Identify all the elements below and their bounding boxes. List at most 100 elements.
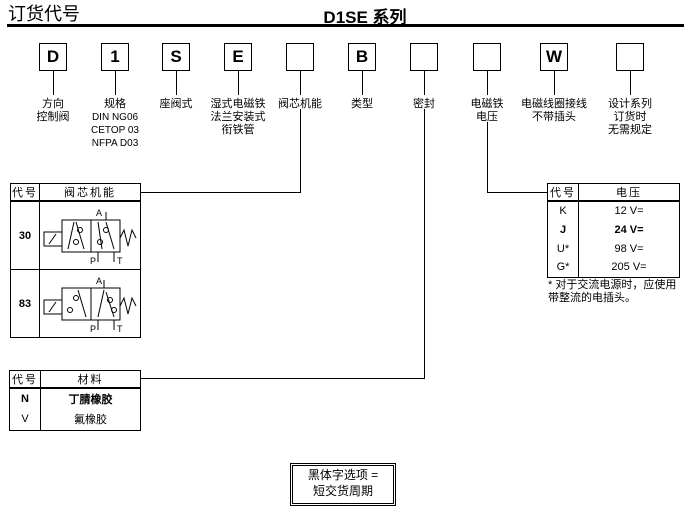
col-header-voltage: 电压 [578,183,680,202]
table-row: G*205 V= [547,258,680,278]
title-rule [7,24,684,27]
voltage-code: J [547,220,579,239]
code-label-line: 电磁铁 [470,98,504,110]
code-label-1: 方向控制阀 [13,98,93,124]
voltage-value: 24 V= [578,220,680,239]
code-label-line: DIN NG06 [91,112,139,123]
code-label-line: 控制阀 [36,111,70,123]
code-label-line: 密封 [413,98,435,110]
connector-spool-h [140,192,301,193]
code-label-line: 不带插头 [532,111,576,123]
series-title: D1SE 系列 [323,8,407,27]
voltage-value: 98 V= [578,239,680,258]
voltage-code: K [547,201,579,220]
code-box-1: D [39,43,67,71]
table-row: 30 A P T [10,200,141,270]
code-label-line: 方向 [42,98,64,110]
voltage-code: G* [547,258,579,278]
code-label-9: 电磁线圈接线不带插头 [514,98,594,124]
connector-seal-h [140,378,425,379]
col-header-material: 材料 [40,370,141,389]
code-box-connector [362,70,363,95]
voltage-footnote: * 对于交流电源时，应使用带整流的电插头。 [548,279,677,304]
code-box-5 [286,43,314,71]
spool-function-table: 代号阀芯机能 30 A P T 83 [10,183,141,338]
code-box-connector [630,70,631,95]
code-box-connector [300,70,301,95]
code-label-3: 座阀式 [136,98,216,111]
code-label-line: 无需规定 [608,124,652,136]
port-a-label: A [96,276,102,286]
code-label-line: 设计系列 [608,98,652,110]
legend-line-2: 短交货周期 [312,484,373,498]
col-header-code: 代号 [10,183,40,202]
bold-option-legend: 黑体字选项 = 短交货周期 [290,463,396,506]
code-label-10: 设计系列订货时无需规定 [590,98,670,137]
code-box-9: W [540,43,568,71]
seal-code: N [9,388,41,409]
valve-symbol-icon: A P T [43,276,137,334]
connector-voltage-h [487,192,548,193]
code-label-line: 类型 [351,98,373,110]
col-header-code: 代号 [547,183,579,202]
code-box-7 [410,43,438,71]
valve-symbol-83: A P T [39,269,141,338]
spool-code: 83 [10,269,40,338]
seal-material: 氟橡胶 [40,409,141,431]
port-t-label: T [117,324,123,334]
page-title: 订货代号 [8,4,80,24]
code-box-6: B [348,43,376,71]
code-box-2: 1 [101,43,129,71]
connector-seal [424,109,425,379]
code-box-connector [238,70,239,95]
code-label-line: 规格 [104,98,126,110]
code-box-10 [616,43,644,71]
code-label-4: 湿式电磁铁法兰安装式衔铁管 [198,98,278,137]
table-row: 83 A P T [10,269,141,338]
code-box-8 [473,43,501,71]
code-label-line: 电压 [476,111,498,123]
col-header-code: 代号 [9,370,41,389]
voltage-code: U* [547,239,579,258]
connector-spool [300,109,301,193]
seal-material: 丁腈橡胶 [40,388,141,409]
col-header-spool: 阀芯机能 [39,183,141,202]
valve-symbol-icon: A P T [43,208,137,266]
code-label-line: 订货时 [613,111,647,123]
port-t-label: T [117,256,123,266]
code-label-line: NFPA D03 [91,138,139,149]
code-box-connector [487,70,488,95]
connector-voltage [487,122,488,193]
code-box-connector [554,70,555,95]
code-label-line: 座阀式 [159,98,193,110]
code-label-line: 衔铁管 [221,124,255,136]
code-box-connector [115,70,116,95]
code-box-connector [424,70,425,95]
voltage-value: 205 V= [578,258,680,278]
code-box-connector [53,70,54,95]
code-label-line: 法兰安装式 [210,111,266,123]
code-box-3: S [162,43,190,71]
valve-symbol-30: A P T [39,200,141,270]
code-box-connector [176,70,177,95]
code-label-line: 湿式电磁铁 [210,98,266,110]
spool-code: 30 [10,200,40,270]
code-box-4: E [224,43,252,71]
code-label-7: 密封 [384,98,464,111]
port-p-label: P [90,324,96,334]
port-a-label: A [96,208,102,218]
code-label-line: CETOP 03 [91,125,139,136]
legend-line-1: 黑体字选项 = [307,468,379,482]
code-label-8: 电磁铁电压 [447,98,527,124]
table-row: U*98 V= [547,239,680,258]
code-label-line: 电磁线圈接线 [521,98,587,110]
code-label-line: 阀芯机能 [278,98,322,110]
voltage-value: 12 V= [578,201,680,220]
